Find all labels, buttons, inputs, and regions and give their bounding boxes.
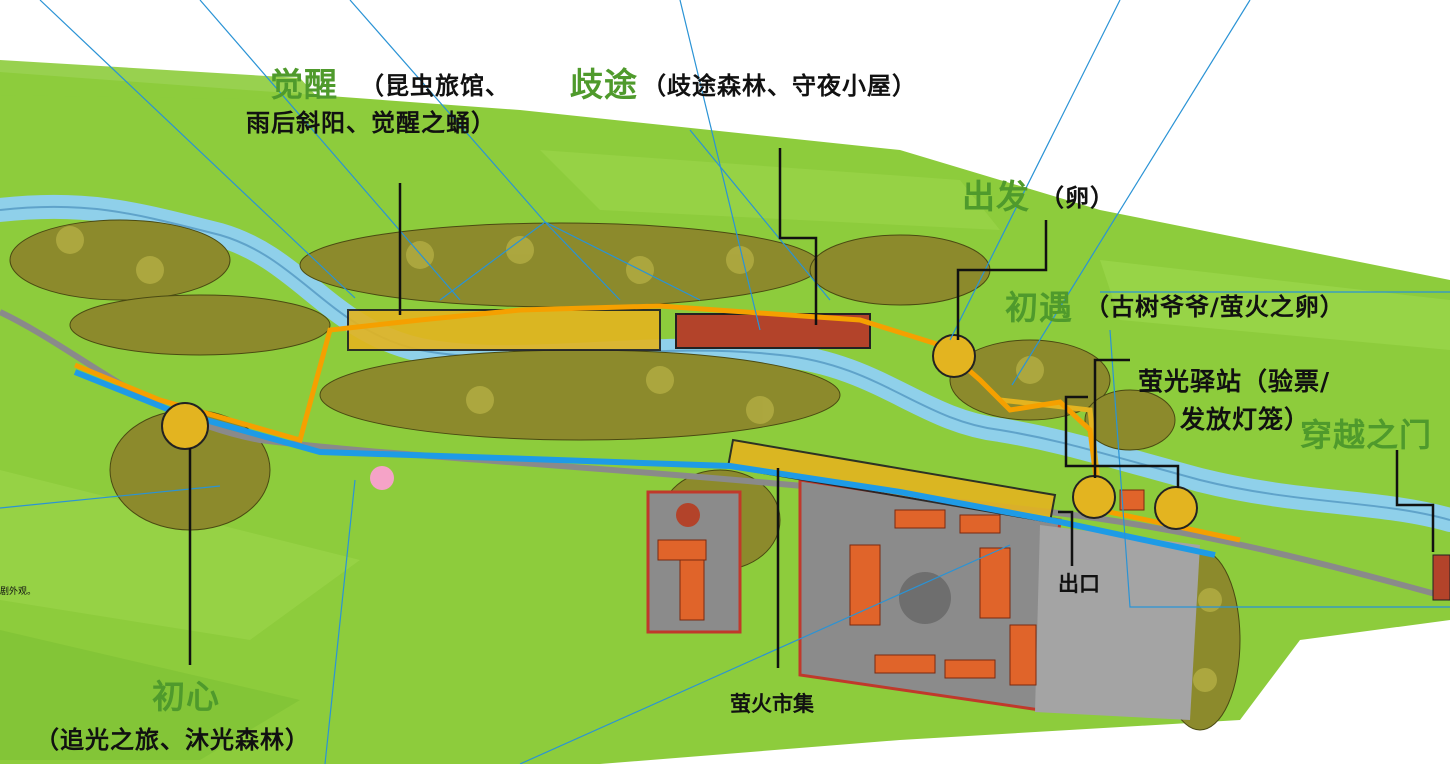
juexing-sub-line1: （昆虫旅馆、 [360,72,510,100]
pink-flower [370,466,394,490]
chuyu-title: 初遇 [1005,288,1073,327]
chufa-sub: （卵） [1040,184,1115,212]
qitu-title: 歧途 [570,65,638,104]
station-circles [161,334,1198,530]
yingguang-line2: 发放灯笼） [1180,405,1311,434]
gate-block [1432,554,1450,601]
juexing-title: 觉醒 [270,65,338,104]
market-roofs [657,489,1145,686]
chuanyue-title: 穿越之门 [1300,416,1433,454]
yingguang-line1: 萤光驿站（验票/ [1138,367,1331,396]
market-label: 萤火市集 [730,692,814,716]
qitu-sub: （歧途森林、守夜小屋） [642,72,917,100]
orange-path [74,303,1241,543]
chufa-title: 出发 [962,177,1030,216]
chuyu-sub: （古树爷爷/萤火之卵） [1085,293,1345,321]
juexing-zone [347,309,661,351]
fragment-text: 剧外观。 [0,587,37,597]
chuxin-sub: （追光之旅、沐光森林） [35,726,310,754]
exit-label: 出口 [1058,572,1100,596]
juexing-sub-line2: 雨后斜阳、觉醒之蛹） [246,109,496,137]
tree-clusters [9,219,1241,731]
market-plaza [646,478,1200,720]
chuxin-title: 初心 [152,677,220,716]
leader-lines [188,148,1435,668]
